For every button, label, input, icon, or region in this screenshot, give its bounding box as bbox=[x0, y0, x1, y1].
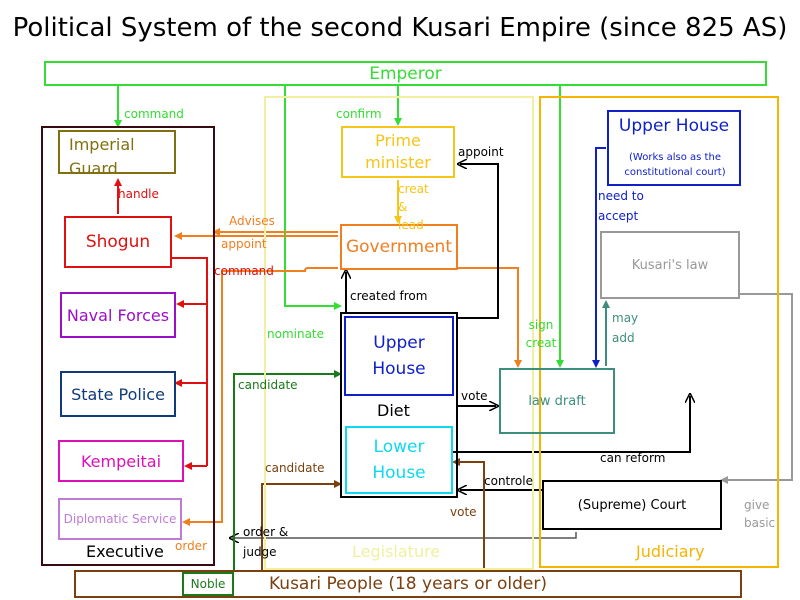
naval-forces-box: Naval Forces bbox=[60, 292, 176, 338]
executive-section bbox=[41, 126, 215, 566]
label-creat-lead: creat & lead bbox=[398, 182, 429, 232]
arrow-upper-accept-draft bbox=[592, 147, 606, 368]
label-confirm: confirm bbox=[336, 107, 382, 121]
law-draft-label: law draft bbox=[528, 393, 586, 409]
state-police-label: State Police bbox=[71, 384, 165, 404]
judiciary-section bbox=[539, 96, 779, 568]
people-label: Kusari People (18 years or older) bbox=[269, 574, 547, 594]
label-advises: Advises bbox=[229, 214, 275, 228]
diplomatic-service-label: Diplomatic Service bbox=[63, 512, 177, 526]
upper-house-note: (Works also as the constitutional court) bbox=[624, 152, 726, 178]
supreme-court-box: (Supreme) Court bbox=[542, 480, 722, 530]
diet-label: Diet bbox=[377, 401, 410, 420]
label-appoint-shogun: appoint bbox=[221, 237, 267, 251]
imperial-guard-label: Imperial Guard bbox=[69, 135, 135, 178]
arrow-gov-order-diplomatic bbox=[182, 267, 338, 526]
kusaris-law-box: Kusari's law bbox=[600, 231, 740, 299]
label-created-from: created from bbox=[350, 289, 428, 303]
kempeitai-label: Kempeitai bbox=[80, 451, 162, 471]
noble-box: Noble bbox=[182, 572, 234, 596]
shogun-box: Shogun bbox=[64, 216, 172, 268]
arrow-law-give-basic-court bbox=[720, 293, 793, 484]
lower-house-label: Lower House bbox=[372, 437, 426, 483]
government-label: Government bbox=[345, 237, 453, 257]
kempeitai-box: Kempeitai bbox=[58, 440, 184, 482]
label-order: order bbox=[175, 539, 207, 553]
label-appoint-pm: appoint bbox=[458, 145, 504, 159]
legislature-section bbox=[264, 96, 534, 570]
prime-minister-box: Prime minister bbox=[341, 126, 455, 178]
label-can-reform: can reform bbox=[600, 451, 666, 465]
arrow-people-vote-lower bbox=[452, 458, 485, 570]
supreme-court-label: (Supreme) Court bbox=[577, 497, 687, 513]
people-box: Kusari People (18 years or older) bbox=[74, 570, 742, 598]
lower-house-box: Lower House bbox=[345, 426, 453, 494]
emperor-label: Emperor bbox=[369, 63, 442, 84]
diet-box bbox=[340, 312, 458, 498]
label-handle: handle bbox=[118, 187, 159, 201]
label-give-basic: give basic bbox=[744, 498, 776, 530]
label-need-to-accept: need to accept bbox=[598, 189, 644, 223]
prime-minister-label: Prime minister bbox=[365, 131, 431, 172]
label-order-judge: order & judge bbox=[243, 525, 289, 559]
label-candidate-upper: candidate bbox=[238, 378, 298, 392]
label-nominate: nominate bbox=[267, 327, 325, 341]
legislature-label: Legislature bbox=[352, 542, 441, 561]
government-box: Government bbox=[340, 224, 458, 270]
kusaris-law-label: Kusari's law bbox=[631, 257, 709, 273]
arrow-emperor-nominate-upper bbox=[284, 86, 342, 310]
label-controle: controle bbox=[484, 474, 533, 488]
arrow-gov-to-draft bbox=[458, 267, 522, 368]
arrow-court-can-reform bbox=[452, 396, 690, 453]
shogun-label: Shogun bbox=[85, 232, 151, 252]
label-vote-people: vote bbox=[450, 505, 477, 519]
label-may-add: may add bbox=[612, 311, 639, 345]
arrow-noble-candidate-upper bbox=[233, 370, 342, 572]
diet-upper-house-box: Upper House bbox=[344, 316, 454, 396]
label-sign-creat: sign creat bbox=[525, 318, 557, 350]
arrow-diet-appoint-pm bbox=[458, 164, 499, 319]
judiciary-label: Judiciary bbox=[636, 542, 705, 561]
label-candidate-lower: candidate bbox=[265, 461, 325, 475]
noble-label: Noble bbox=[190, 577, 226, 591]
upper-house-box: Upper House (Works also as the constitut… bbox=[607, 110, 741, 186]
executive-label: Executive bbox=[86, 542, 164, 561]
naval-forces-label: Naval Forces bbox=[66, 305, 170, 325]
imperial-guard-box: Imperial Guard bbox=[58, 130, 176, 178]
upper-house-label: Upper House bbox=[618, 116, 730, 136]
page-title: Political System of the second Kusari Em… bbox=[12, 13, 788, 43]
law-draft-box: law draft bbox=[499, 368, 615, 434]
state-police-box: State Police bbox=[60, 371, 176, 417]
label-vote-draft: vote bbox=[461, 389, 488, 403]
arrow-people-candidate-lower bbox=[261, 480, 342, 570]
emperor-box: Emperor bbox=[44, 61, 767, 86]
arrow-shogun-command-bus bbox=[172, 257, 208, 466]
label-command: command bbox=[214, 264, 274, 278]
arrow-court-order-judge bbox=[232, 532, 577, 538]
label-command-guard: command bbox=[124, 107, 184, 121]
diet-upper-house-label: Upper House bbox=[372, 333, 426, 379]
diplomatic-service-box: Diplomatic Service bbox=[58, 498, 182, 540]
